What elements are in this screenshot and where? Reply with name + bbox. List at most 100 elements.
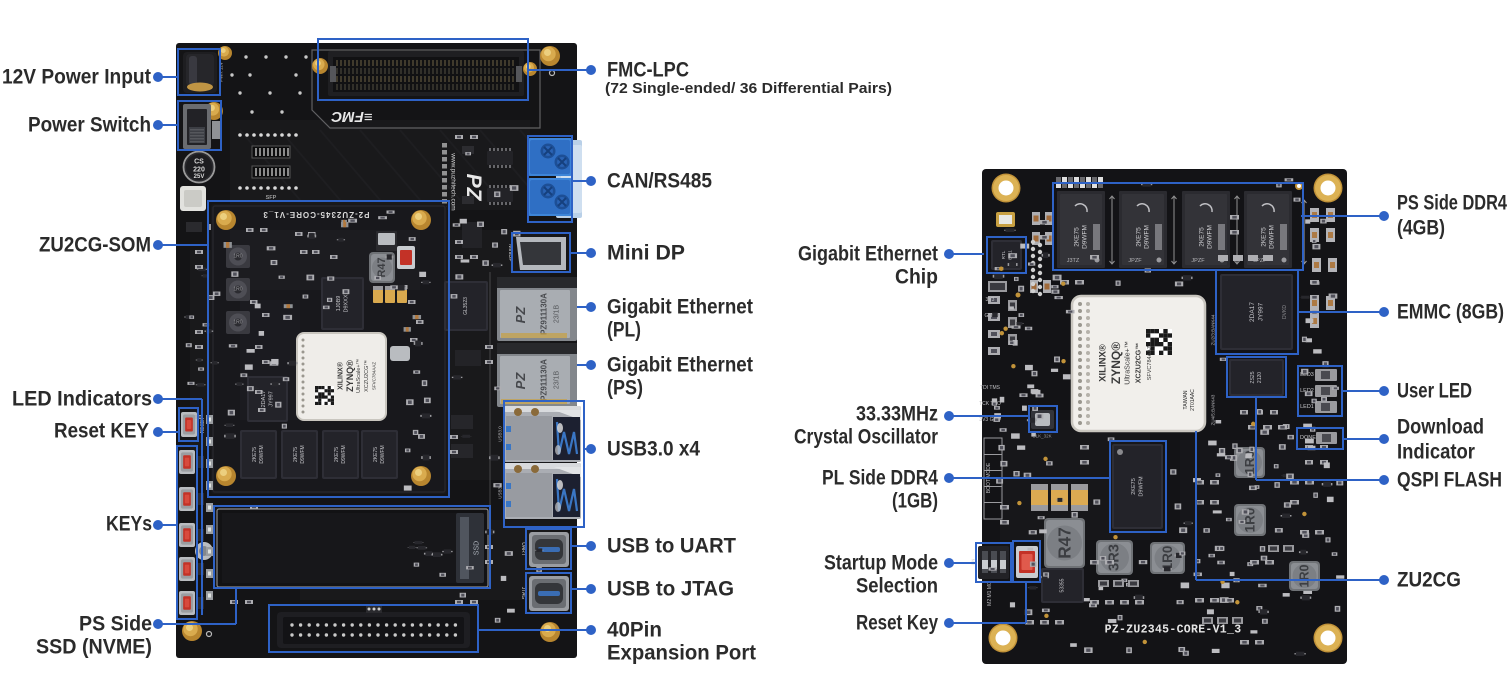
svg-text:RTL: RTL — [1001, 250, 1006, 259]
svg-text:Mini DP: Mini DP — [607, 242, 685, 265]
svg-text:25V: 25V — [194, 174, 205, 180]
svg-text:CAN/RS485: CAN/RS485 — [607, 170, 712, 193]
svg-text:(PL): (PL) — [607, 319, 641, 342]
svg-text:Startup Mode: Startup Mode — [824, 552, 938, 575]
svg-text:SSD: SSD — [474, 541, 481, 555]
svg-text:USB3.0 x4: USB3.0 x4 — [607, 438, 700, 461]
svg-text:53355: 53355 — [1060, 578, 1066, 592]
svg-text:1R0: 1R0 — [233, 254, 242, 260]
svg-text:JPZF: JPZF — [1128, 258, 1142, 264]
svg-text:R47: R47 — [376, 257, 388, 277]
svg-text:1R0: 1R0 — [233, 320, 242, 326]
svg-text:(1GB): (1GB) — [892, 490, 938, 513]
svg-text:Reset Key: Reset Key — [856, 612, 938, 635]
svg-text:PZ: PZ — [513, 306, 528, 324]
svg-text:D9WFM: D9WFM — [1138, 476, 1144, 497]
svg-text:XILINX®: XILINX® — [337, 361, 345, 390]
svg-text:2KE75: 2KE75 — [1074, 227, 1081, 247]
svg-text:P2-ZU2345-CORE-V1_3: P2-ZU2345-CORE-V1_3 — [262, 210, 369, 219]
svg-text:Reset KEY: Reset KEY — [54, 420, 149, 443]
svg-text:D9WFM: D9WFM — [1082, 225, 1089, 249]
svg-text:ZU2CG-SOM: ZU2CG-SOM — [39, 234, 151, 257]
svg-text:QSPI FLASH: QSPI FLASH — [1397, 469, 1502, 492]
svg-text:GL3523: GL3523 — [463, 297, 469, 315]
svg-text:≡FMC: ≡FMC — [330, 108, 372, 125]
svg-text:KEYs: KEYs — [106, 513, 152, 536]
svg-text:Gigabit Ethernet: Gigabit Ethernet — [798, 243, 938, 266]
svg-text:Download: Download — [1397, 416, 1484, 439]
svg-text:JPZF: JPZF — [1191, 258, 1205, 264]
svg-text:1J0B9: 1J0B9 — [336, 296, 342, 312]
svg-text:Power Switch: Power Switch — [28, 114, 151, 137]
svg-text:(4GB): (4GB) — [1397, 217, 1445, 240]
svg-text:2KE75: 2KE75 — [373, 447, 379, 462]
svg-text:www.puzhitech.com: www.puzhitech.com — [450, 152, 457, 210]
svg-text:XCZU2CG™: XCZU2CG™ — [1136, 343, 1143, 383]
svg-text:XCZU2CG™: XCZU2CG™ — [364, 360, 370, 392]
svg-text:SFVC784AAZ: SFVC784AAZ — [372, 362, 377, 391]
svg-text:3R3: 3R3 — [1107, 544, 1123, 571]
svg-text:Expansion Port: Expansion Port — [607, 642, 756, 665]
svg-text:PZ: PZ — [513, 372, 528, 390]
svg-text:220: 220 — [193, 167, 205, 174]
svg-text:LED Indicators: LED Indicators — [12, 388, 152, 411]
svg-text:D9WFM: D9WFM — [1144, 225, 1151, 249]
svg-text:TDI TMS: TDI TMS — [980, 385, 1001, 391]
svg-text:D9WFM: D9WFM — [380, 445, 386, 463]
svg-text:23/1B: 23/1B — [554, 371, 561, 390]
svg-text:2KE75: 2KE75 — [1199, 227, 1206, 247]
svg-text:SSD (NVME): SSD (NVME) — [36, 636, 152, 659]
svg-text:PZ911130A: PZ911130A — [540, 359, 549, 401]
svg-text:2KE75: 2KE75 — [1136, 227, 1143, 247]
svg-text:UltraScale+™: UltraScale+™ — [1125, 341, 1132, 384]
svg-text:TAIWAN: TAIWAN — [1183, 390, 1189, 409]
svg-text:ZU4/5:BANK43: ZU4/5:BANK43 — [1211, 394, 1216, 425]
svg-text:PS Side DDR4: PS Side DDR4 — [1397, 192, 1507, 215]
svg-text:D9WFM: D9WFM — [1207, 225, 1214, 249]
svg-text:2KE75: 2KE75 — [1261, 227, 1268, 247]
svg-text:D9WFM: D9WFM — [1269, 225, 1276, 249]
svg-text:CS: CS — [194, 159, 204, 166]
svg-text:Gigabit Ethernet: Gigabit Ethernet — [607, 296, 753, 319]
svg-text:FMC-LPC: FMC-LPC — [607, 59, 689, 82]
svg-text:3V3: 3V3 — [986, 297, 995, 303]
svg-text:33.33MHz: 33.33MHz — [856, 403, 938, 426]
svg-text:EMMC (8GB): EMMC (8GB) — [1397, 301, 1504, 324]
svg-text:ZYNQ®: ZYNQ® — [345, 360, 355, 392]
svg-text:1R0: 1R0 — [233, 287, 242, 293]
svg-text:USB to JTAG: USB to JTAG — [607, 578, 734, 601]
svg-text:ZYNQ®: ZYNQ® — [1109, 342, 1123, 384]
svg-text:User LED: User LED — [1397, 380, 1472, 403]
svg-text:JY997: JY997 — [268, 391, 274, 407]
svg-text:2DA17: 2DA17 — [1249, 302, 1256, 322]
svg-text:23/1B: 23/1B — [554, 305, 561, 324]
svg-text:D9WFM: D9WFM — [259, 445, 265, 463]
svg-text:JY997: JY997 — [1257, 302, 1264, 321]
svg-text:12V Power Input: 12V Power Input — [2, 66, 151, 89]
svg-text:PZ-ZU2345-CORE-V1_3: PZ-ZU2345-CORE-V1_3 — [1105, 624, 1242, 637]
svg-text:2120: 2120 — [1257, 372, 1263, 383]
svg-text:SFVC784AAZ: SFVC784AAZ — [1147, 345, 1153, 380]
svg-text:USB3.0: USB3.0 — [498, 426, 503, 442]
svg-text:USB to UART: USB to UART — [607, 535, 736, 558]
svg-text:R47: R47 — [1055, 527, 1075, 559]
svg-text:2T01AAC: 2T01AAC — [1190, 389, 1196, 411]
svg-text:PL Side DDR4: PL Side DDR4 — [822, 467, 938, 490]
svg-text:1R0: 1R0 — [1298, 564, 1312, 587]
svg-text:PS Side: PS Side — [79, 613, 152, 636]
svg-text:Chip: Chip — [895, 266, 938, 289]
svg-text:Indicator: Indicator — [1397, 441, 1475, 464]
svg-text:2KE75: 2KE75 — [252, 447, 258, 462]
svg-text:40Pin: 40Pin — [607, 619, 662, 642]
svg-text:Crystal Oscillator: Crystal Oscillator — [794, 426, 938, 449]
svg-text:XILINX®: XILINX® — [1098, 344, 1109, 382]
svg-text:Gigabit Ethernet: Gigabit Ethernet — [607, 354, 753, 377]
svg-text:Selection: Selection — [856, 575, 938, 598]
svg-text:UltraScale+™: UltraScale+™ — [356, 359, 362, 393]
svg-text:M2 M1 M0: M2 M1 M0 — [987, 582, 993, 606]
svg-text:PZ911130A: PZ911130A — [540, 293, 549, 335]
svg-text:2KE75: 2KE75 — [1131, 478, 1137, 495]
svg-text:ZU2CG: ZU2CG — [1397, 569, 1461, 592]
svg-text:J3TZ: J3TZ — [1067, 258, 1080, 264]
svg-text:ZU2/3:BANK44: ZU2/3:BANK44 — [1211, 314, 1216, 345]
